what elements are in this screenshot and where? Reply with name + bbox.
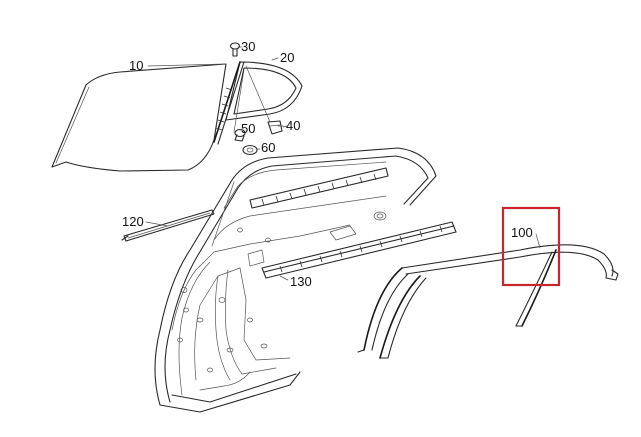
leader-lines — [145, 46, 541, 281]
callout-60: 60 — [261, 140, 275, 155]
callout-40: 40 — [286, 118, 300, 133]
callout-50: 50 — [241, 121, 255, 136]
callout-10: 10 — [129, 58, 143, 73]
callout-130: 130 — [290, 274, 312, 289]
part-30-screw — [229, 42, 241, 57]
part-120-seal-strip — [121, 209, 215, 242]
part-50-bolt — [234, 128, 246, 142]
part-100-frame-seal — [357, 244, 619, 359]
door-shell — [154, 147, 437, 413]
callout-120: 120 — [122, 214, 144, 229]
callout-30: 30 — [241, 39, 255, 54]
part-10-window-glass — [51, 63, 227, 172]
callout-20: 20 — [280, 50, 294, 65]
highlight-box-100 — [501, 206, 561, 287]
part-40-clip — [267, 120, 284, 135]
part-20-quarter-glass — [213, 61, 303, 145]
callout-100: 100 — [511, 225, 533, 240]
door-belt-seal — [249, 167, 389, 209]
part-130-inner-seal-strip — [261, 221, 457, 279]
part-60-washer — [242, 144, 258, 156]
